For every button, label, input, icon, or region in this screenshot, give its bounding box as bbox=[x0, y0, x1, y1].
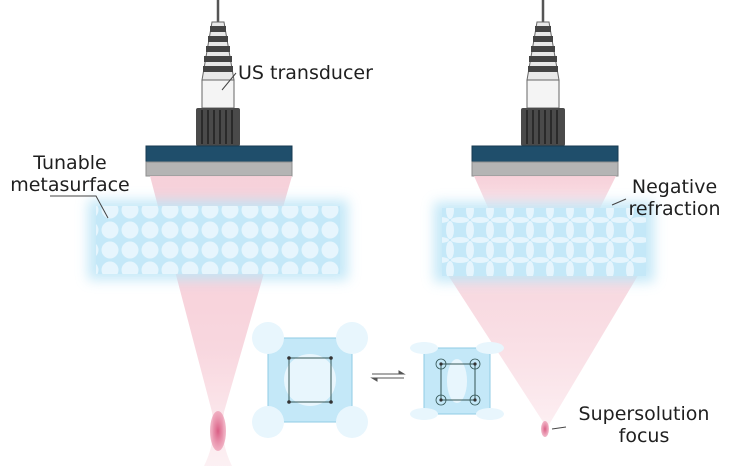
negative-refraction-label-line1: Negative bbox=[631, 176, 718, 198]
left-focal-spot bbox=[210, 411, 226, 451]
metasurface-unit-cell-icon-ellipse bbox=[410, 342, 504, 420]
reversible-arrows-icon bbox=[370, 370, 406, 382]
leader-line-negative-refraction bbox=[611, 198, 627, 206]
right-beam-lower bbox=[446, 272, 640, 428]
right-focal-spot bbox=[541, 421, 549, 437]
left-connector-knurl bbox=[196, 108, 240, 146]
leader-line-metasurface bbox=[50, 195, 109, 219]
tunable-metasurface-label-line1: Tunable bbox=[33, 152, 107, 174]
leader-line-transducer bbox=[221, 72, 237, 91]
negative-refraction-label: Negative refraction bbox=[618, 176, 731, 220]
leader-line-focus bbox=[551, 426, 567, 430]
right-connector-sleeve bbox=[526, 79, 560, 109]
left-tunable-metasurface bbox=[88, 200, 348, 280]
right-transducer-top-plate bbox=[471, 145, 619, 163]
tunable-metasurface-label-line2: metasurface bbox=[10, 174, 130, 196]
right-transducer-bottom-plate bbox=[471, 161, 619, 177]
left-connector-sleeve bbox=[201, 79, 235, 109]
right-tunable-metasurface bbox=[434, 202, 654, 282]
left-transducer bbox=[145, 0, 293, 177]
left-transducer-bottom-plate bbox=[145, 161, 293, 177]
transducer-label: US transducer bbox=[238, 62, 373, 84]
right-connector-knurl bbox=[521, 108, 565, 146]
right-transducer bbox=[471, 0, 619, 177]
metasurface-unit-cell-icon-circle bbox=[252, 322, 368, 438]
right-connector-strain-relief bbox=[526, 21, 560, 81]
supersolution-focus-label-line2: focus bbox=[618, 425, 670, 447]
supersolution-focus-label-line1: Supersolution bbox=[578, 403, 710, 425]
tunable-metasurface-label: Tunable metasurface bbox=[0, 152, 140, 196]
negative-refraction-label-line2: refraction bbox=[628, 198, 721, 220]
supersolution-focus-label: Supersolution focus bbox=[564, 403, 724, 447]
left-transducer-top-plate bbox=[145, 145, 293, 163]
left-connector-strain-relief bbox=[201, 21, 235, 81]
